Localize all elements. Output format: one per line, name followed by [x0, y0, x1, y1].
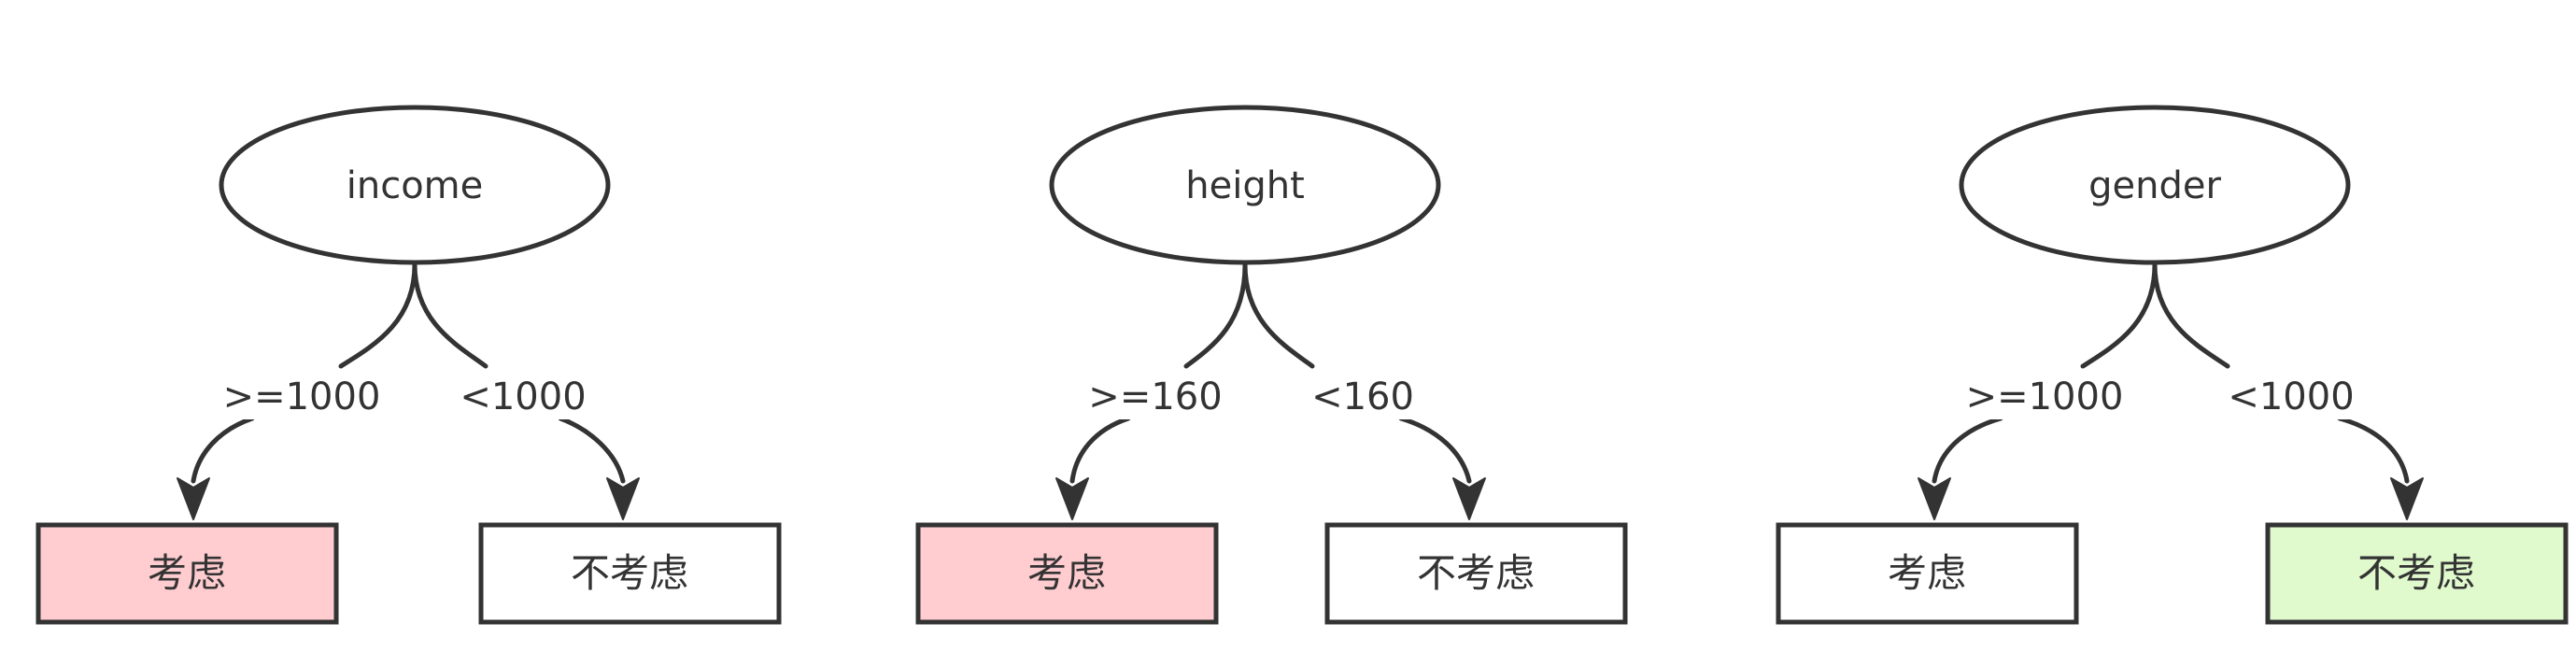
edge-right-lower — [558, 416, 626, 484]
leaf-right-label: 不考虑 — [1417, 550, 1535, 596]
leaf-left — [35, 522, 339, 625]
edge-left-lower — [191, 416, 255, 484]
edge-left-lower — [1069, 416, 1131, 484]
edge-left — [1183, 262, 1248, 369]
edge-label-bg — [1095, 369, 1216, 419]
edge-label-bg — [458, 369, 588, 419]
arrowhead — [1452, 477, 1486, 520]
arrowhead — [2390, 477, 2424, 520]
arrowhead — [1055, 477, 1089, 520]
leaf-right — [1324, 522, 1628, 625]
edge-right — [2152, 262, 2230, 369]
edge-left-lower — [1932, 416, 2003, 484]
leaf-left — [915, 522, 1219, 625]
edge-left — [2080, 262, 2158, 369]
edge-label-left: >=1000 — [1966, 376, 2124, 418]
leaf-left-label: 考虑 — [1888, 550, 1966, 596]
edge-label-bg — [2226, 369, 2357, 419]
edge-right — [412, 262, 488, 369]
edge-right-lower — [1398, 416, 1472, 484]
leaf-right-label: 不考虑 — [2357, 550, 2475, 596]
edge-label-right: <1000 — [460, 376, 586, 418]
edge-label-left: >=160 — [1088, 376, 1222, 418]
edge-label-bg — [222, 369, 381, 419]
edge-label-left: >=1000 — [223, 376, 381, 418]
edge-label-bg — [1312, 369, 1413, 419]
root-node — [1959, 105, 2351, 265]
leaf-right — [478, 522, 782, 625]
edge-left — [338, 262, 418, 369]
edge-label-right: <1000 — [2228, 376, 2354, 418]
leaf-left-label: 考虑 — [148, 550, 226, 596]
arrowhead — [177, 477, 210, 520]
leaf-right — [2265, 522, 2569, 625]
root-node — [219, 105, 611, 265]
edge-label-right: <160 — [1311, 376, 1414, 418]
leaf-left — [1776, 522, 2079, 625]
root-label: income — [347, 164, 484, 207]
tree-gender: gender >=1000 <1000 考虑 不考虑 — [1776, 105, 2569, 625]
leaf-left-label: 考虑 — [1027, 550, 1106, 596]
edge-label-bg — [1965, 369, 2124, 419]
root-node — [1049, 105, 1441, 265]
tree-height: height >=160 <160 考虑 不考虑 — [915, 105, 1628, 625]
tree-income: income >=1000 <1000 考虑 不考虑 — [35, 105, 782, 625]
edge-right-lower — [2337, 416, 2410, 484]
root-label: gender — [2088, 164, 2221, 207]
arrowhead — [1918, 477, 1951, 520]
edge-right — [1242, 262, 1315, 369]
arrowhead — [606, 477, 640, 520]
leaf-right-label: 不考虑 — [571, 550, 688, 596]
root-label: height — [1185, 164, 1305, 207]
